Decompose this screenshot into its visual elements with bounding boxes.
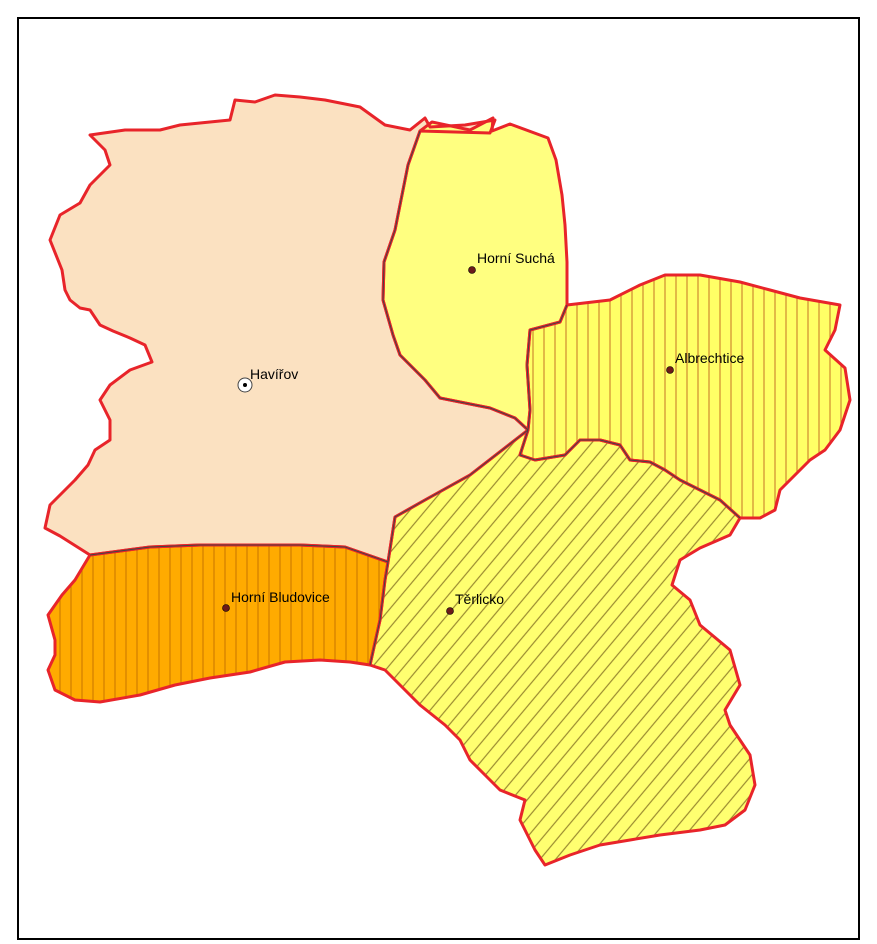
place-albrechtice[interactable]: Albrechtice xyxy=(666,350,745,374)
place-terlicko[interactable]: Těrlicko xyxy=(446,591,505,615)
region-horni-bludovice[interactable] xyxy=(47,544,389,703)
inner-border-line xyxy=(382,130,529,431)
place-havirov[interactable]: Havířov xyxy=(237,366,298,393)
label-horni-bludovice: Horní Bludovice xyxy=(231,589,330,605)
place-horni-bludovice[interactable]: Horní Bludovice xyxy=(222,589,331,612)
label-havirov: Havířov xyxy=(250,366,298,382)
town-dot-icon xyxy=(666,366,674,374)
label-terlicko: Těrlicko xyxy=(455,591,504,607)
inner-border-line xyxy=(519,429,741,519)
inner-border-line xyxy=(387,429,529,563)
inner-borders xyxy=(89,130,741,666)
label-albrechtice: Albrechtice xyxy=(675,350,744,366)
town-dot-icon xyxy=(468,266,476,274)
label-horni-sucha: Horní Suchá xyxy=(477,250,555,266)
inner-border-line xyxy=(369,561,389,666)
town-dot-icon xyxy=(446,607,454,615)
place-horni-sucha[interactable]: Horní Suchá xyxy=(468,250,556,274)
inner-border-line xyxy=(526,304,568,431)
town-dot-icon xyxy=(222,604,230,612)
city-center-dot-icon xyxy=(243,383,247,387)
inner-border-line xyxy=(89,544,389,563)
